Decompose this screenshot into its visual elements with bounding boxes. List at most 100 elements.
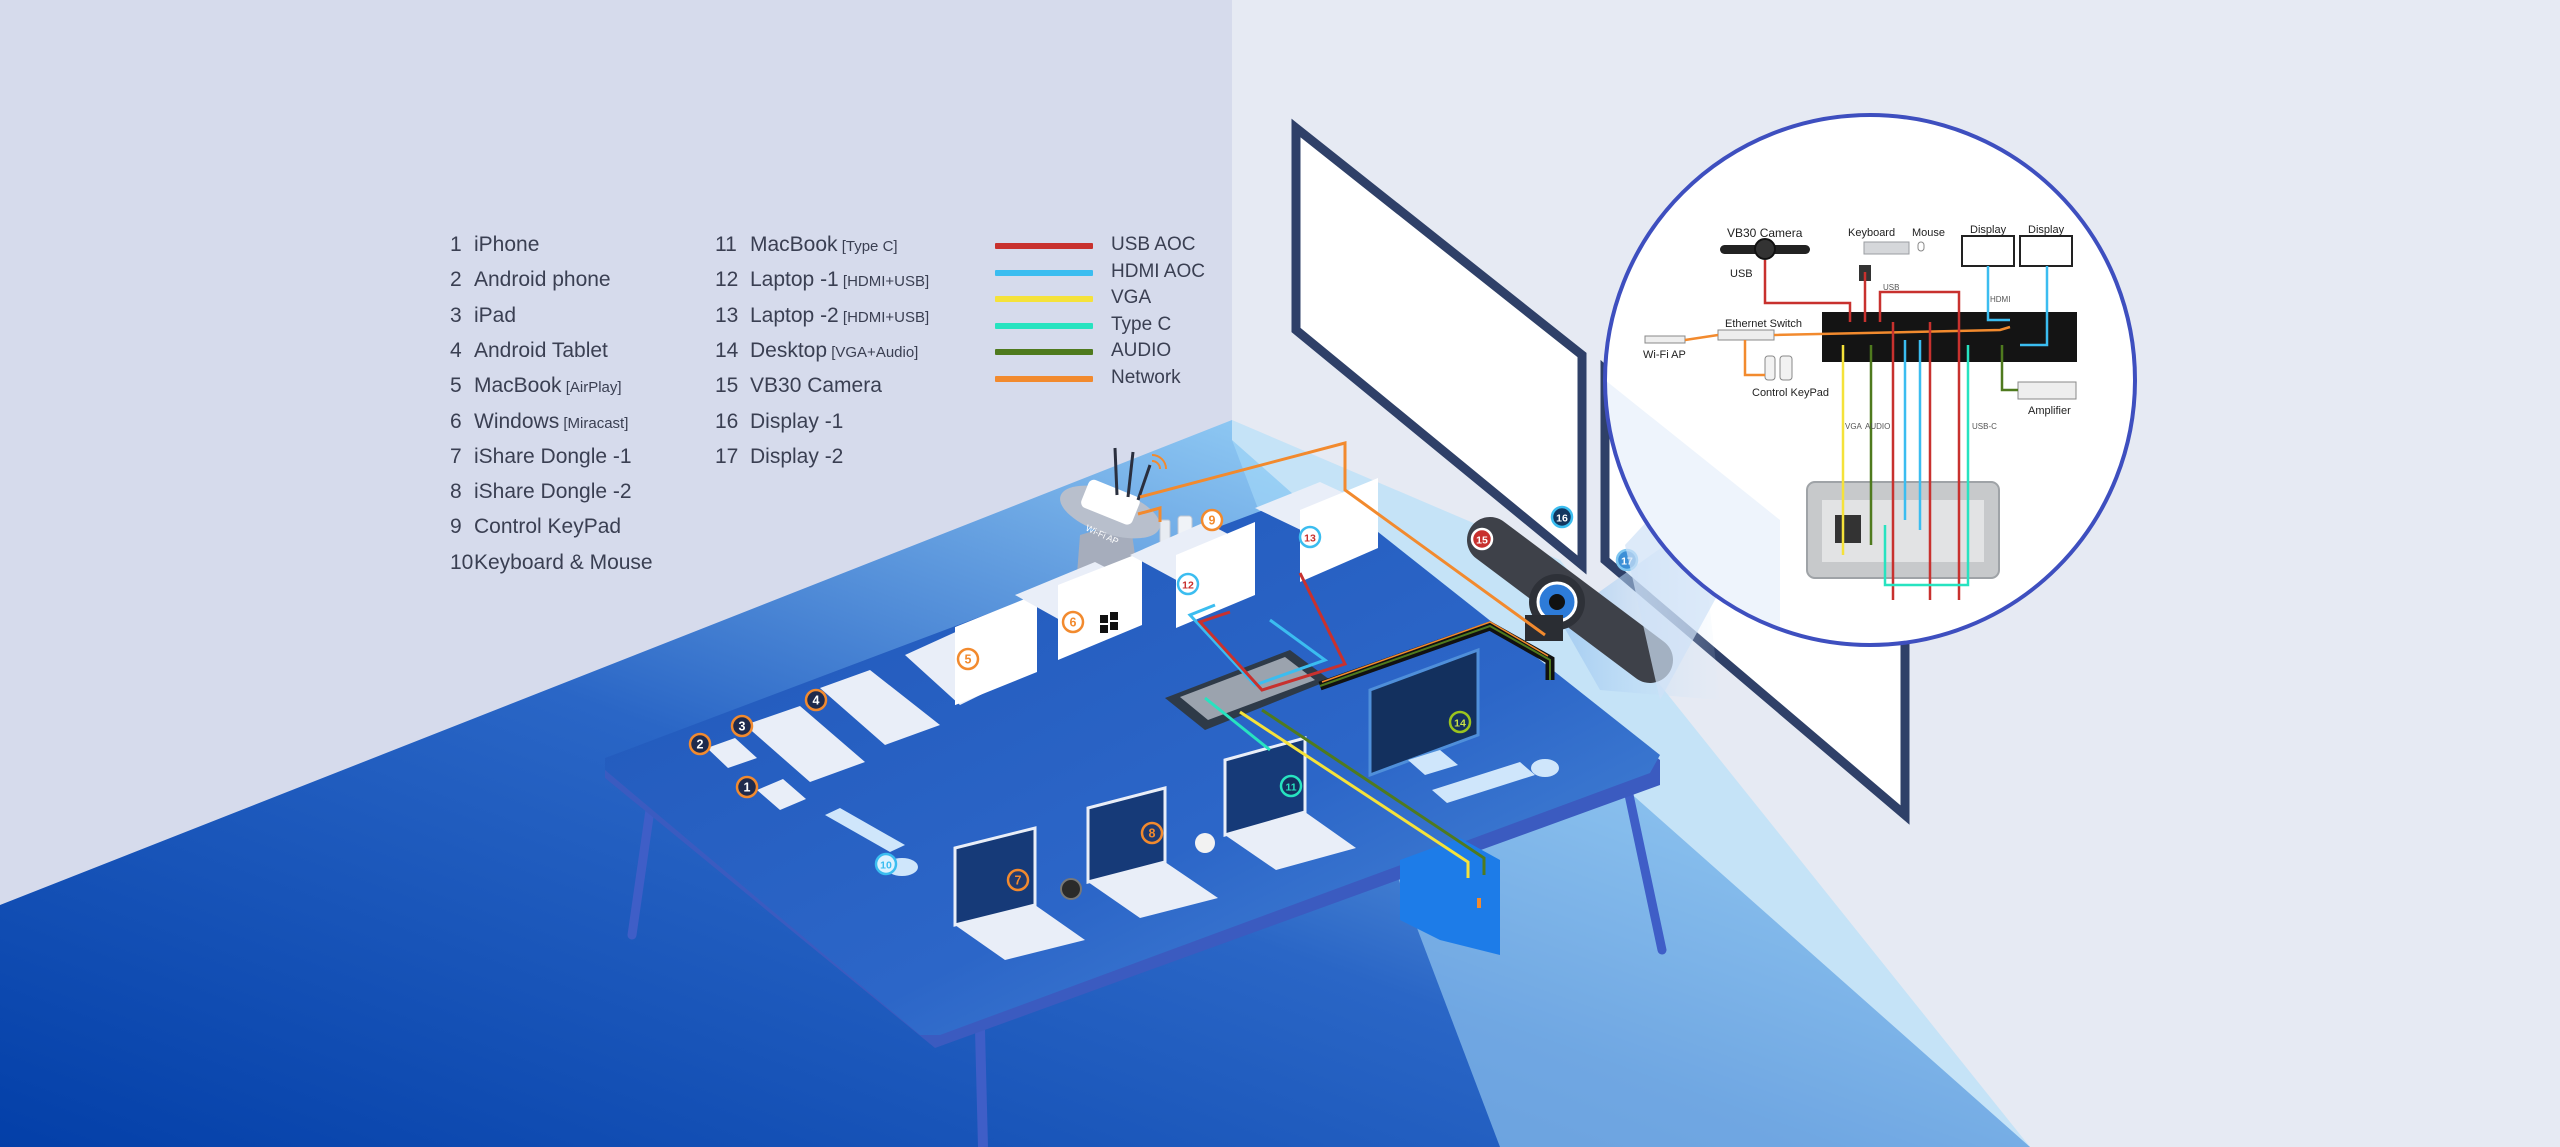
device-badge-6: 6 <box>1061 610 1085 634</box>
device-list-item: 7 iShare Dongle -1 <box>450 442 632 472</box>
device-badge-12: 12 <box>1176 572 1200 596</box>
inset-keyboard <box>1863 241 1910 255</box>
inset-label-amplifier: Amplifier <box>2028 405 2071 417</box>
device-list-item: 2 Android phone <box>450 265 611 295</box>
device-name: VB30 Camera <box>750 374 882 398</box>
inset-display-1 <box>1961 235 2015 267</box>
device-badge-8: 8 <box>1140 821 1164 845</box>
cable-color-swatch <box>995 322 1093 329</box>
device-number: 7 <box>450 444 462 468</box>
inset-camera-lens <box>1754 238 1776 260</box>
laptop-ishare-1 <box>953 826 1085 960</box>
inset-keypad-1 <box>1764 355 1776 381</box>
cables <box>1137 441 1555 878</box>
device-number: 14 <box>715 338 739 362</box>
vga-cable <box>1239 710 1470 878</box>
audio-cable <box>1261 708 1486 875</box>
inset-label-usb-camera: USB <box>1730 268 1753 280</box>
cable-color-swatch <box>995 269 1093 276</box>
device-badge-7: 7 <box>1006 868 1030 892</box>
inset-amplifier <box>2017 381 2077 400</box>
device-number: 2 <box>450 268 462 292</box>
device-number: 10 <box>450 550 474 574</box>
device-number: 5 <box>450 374 462 398</box>
inset-label-usb-receiver: USB <box>1883 283 1899 292</box>
inset-ring <box>1603 113 2137 647</box>
badge-number: 17 <box>1621 556 1633 568</box>
device-number: 13 <box>715 303 739 327</box>
inset-label-usb-c: USB-C <box>1972 422 1997 431</box>
conference-table <box>605 494 1667 1147</box>
device-list-item: 12 Laptop -1 [HDMI+USB] <box>715 265 929 295</box>
inset-label-control-keypad: Control KeyPad <box>1752 387 1829 399</box>
device-connection-note: [VGA+Audio] <box>827 343 919 361</box>
cable-color-swatch <box>995 349 1093 355</box>
inset-label-display-1: Display <box>1970 224 2007 236</box>
device-name: MacBook <box>750 233 838 256</box>
device-name: Display -1 <box>750 409 844 433</box>
cable-label: VGA <box>1111 287 1152 308</box>
device-name: Laptop -2 <box>750 303 839 327</box>
device-name: Control KeyPad <box>474 515 622 539</box>
cable-color-swatch <box>995 375 1093 382</box>
device-name: Android phone <box>474 268 611 292</box>
device-list-item: 16 Display -1 <box>715 407 843 437</box>
device-badge-10: 10 <box>874 852 898 876</box>
device-badge-13: 13 <box>1298 525 1322 549</box>
device-badge-15: 15 <box>1470 527 1494 551</box>
device-name: Display -2 <box>750 444 844 468</box>
badge-number: 7 <box>1015 874 1022 888</box>
device-connection-note: [HDMI+USB] <box>838 308 930 326</box>
macbook-type-c <box>1223 736 1356 870</box>
inset-label-hdmi: HDMI <box>1990 295 2010 304</box>
ipad <box>745 706 865 782</box>
device-connection-note: [HDMI+USB] <box>838 273 930 291</box>
device-list-item: 10Keyboard & Mouse <box>450 548 653 578</box>
device-list-item: 17 Display -2 <box>715 442 843 472</box>
inset-label-vga: VGA <box>1845 422 1863 431</box>
device-number: 6 <box>450 409 462 433</box>
matrix-control-box <box>1822 312 2077 362</box>
laptop-1 <box>1130 522 1255 628</box>
device-name: Android Tablet <box>474 338 608 362</box>
device-badge-5: 5 <box>956 647 980 671</box>
cable-label: Type C <box>1111 313 1172 335</box>
device-connection-note: [Type C] <box>837 238 898 255</box>
device-badge-9: 9 <box>1200 508 1224 532</box>
network-cable-keypad <box>1137 506 1162 522</box>
badge-number: 5 <box>965 653 972 667</box>
device-number: 16 <box>715 409 739 433</box>
inset-wifi-ap <box>1644 335 1686 344</box>
device-name: Laptop -1 <box>750 268 839 292</box>
device-name: iShare Dongle -2 <box>474 480 632 504</box>
device-connection-note: [Miracast] <box>559 414 629 432</box>
device-number: 12 <box>715 268 739 292</box>
inset-label-audio: AUDIO <box>1865 422 1890 431</box>
laptop-2 <box>1255 478 1378 582</box>
badge-number: 1 <box>744 781 751 795</box>
badge-number: 16 <box>1556 513 1568 525</box>
device-number: 17 <box>715 444 739 468</box>
inset-mouse <box>1917 241 1925 252</box>
device-badge-2: 2 <box>688 732 712 756</box>
badge-number: 4 <box>813 694 820 708</box>
device-badge-3: 3 <box>730 714 754 738</box>
device-name: iShare Dongle -1 <box>474 444 632 468</box>
badge-number: 6 <box>1070 616 1077 630</box>
badge-number: 2 <box>697 738 704 752</box>
device-connection-note: [AirPlay] <box>561 379 622 397</box>
cable-label: USB AOC <box>1111 234 1196 255</box>
inset-wiring-diagram: VB30 Camera USB Keyboard Mouse Display D… <box>1603 113 2137 700</box>
inset-display-2 <box>2019 235 2073 267</box>
device-badge-16: 16 <box>1550 505 1574 529</box>
device-badge-11: 11 <box>1279 774 1303 798</box>
android-phone <box>707 738 757 768</box>
inset-label-display-2: Display <box>2028 224 2065 236</box>
inset-label-vb30-camera: VB30 Camera <box>1727 226 1803 240</box>
bundled-cable-green <box>1319 624 1551 687</box>
